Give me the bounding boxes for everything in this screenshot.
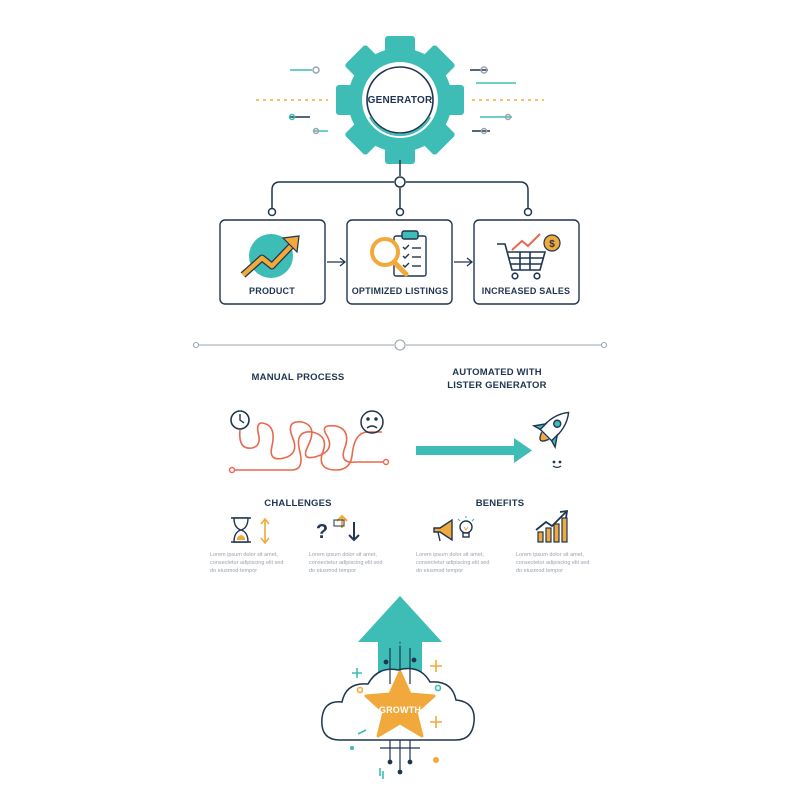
smile-icon [552,460,562,469]
automated-title-line1: AUTOMATED WITH [452,367,542,378]
step-label-increased-sales: INCREASED SALES [481,286,571,296]
megaphone-lightbulb-icon [433,516,475,542]
manual-process-title: MANUAL PROCESS [251,372,345,383]
sad-face-icon [360,410,384,434]
automated-arrow [416,438,532,463]
challenge-text-1: Lorem ipsum dolor sit amet, consectetur … [210,552,284,574]
connector-tree [267,160,533,217]
section-divider [192,339,608,351]
manual-process-tangle [228,410,390,474]
up-down-arrows-icon [260,517,270,545]
growth-star-icon [364,670,436,738]
flow-arrows [327,257,474,267]
circuit-lines [380,642,420,775]
step-label-optimized-listings: OPTIMIZED LISTINGS [351,286,449,296]
generator-label: GENERATOR [367,95,433,106]
automated-title-line2: LISTER GENERATOR [447,380,547,391]
growth-label: GROWTH [378,705,422,715]
generator-gear-icon [336,36,464,164]
rocket-icon [531,411,570,450]
benefits-title: BENEFITS [475,498,525,509]
svg-text:?: ? [316,521,328,543]
challenges-title: CHALLENGES [264,498,332,509]
benefit-text-2: Lorem ipsum dolor sit amet, consectetur … [516,552,590,574]
generator-side-lines [256,66,544,135]
question-up-down-icon: ? [316,514,360,543]
hourglass-icon [231,517,251,543]
sparkle-decorations [350,660,442,779]
shopping-cart-icon: $ [497,233,561,280]
rising-bars-icon [535,509,569,543]
trend-arrow-icon [240,234,300,278]
benefit-text-1: Lorem ipsum dolor sit amet, consectetur … [416,552,490,574]
step-label-product: PRODUCT [249,286,295,296]
magnifier-checklist-icon [370,230,427,277]
challenge-text-2: Lorem ipsum dolor sit amet, consectetur … [309,552,383,574]
svg-text:$: $ [549,239,555,250]
